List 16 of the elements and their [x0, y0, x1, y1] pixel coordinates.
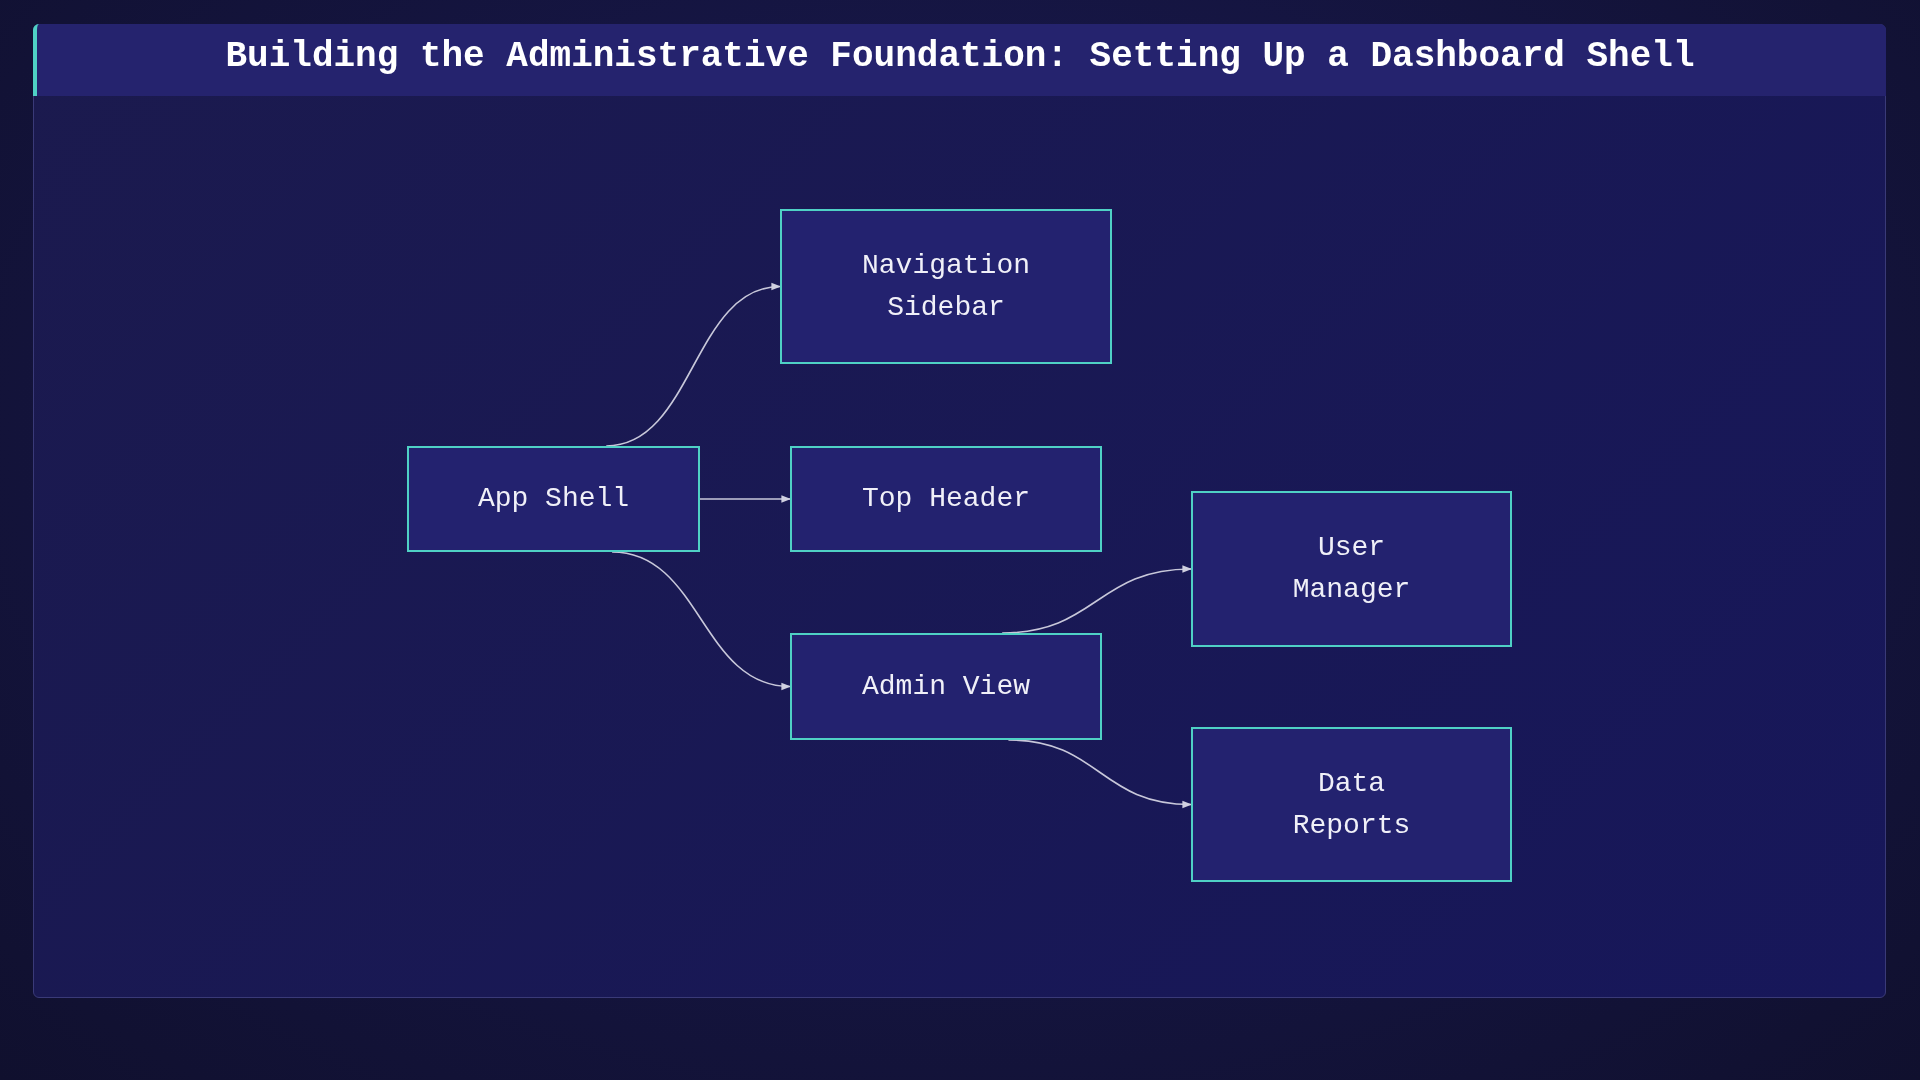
arrow — [699, 495, 791, 503]
process-box — [780, 209, 1112, 364]
process-box — [407, 446, 700, 552]
process-box — [1191, 491, 1512, 647]
node-label: App Shell — [477, 482, 630, 516]
title: Building the Administrative Foundation: Setting Up a Dashboard Shell — [225, 36, 1695, 77]
node-label: Admin View — [862, 669, 1030, 704]
arrow — [605, 284, 781, 447]
node-label: Top Header — [862, 482, 1030, 516]
process-box — [790, 446, 1102, 552]
node-label: Data Reports — [1291, 766, 1412, 843]
arrow — [1001, 565, 1192, 634]
node-label: User Manager — [1291, 531, 1412, 607]
process-box — [1191, 727, 1512, 882]
process-box — [790, 633, 1102, 740]
node-label: Navigation Sidebar — [861, 248, 1031, 325]
